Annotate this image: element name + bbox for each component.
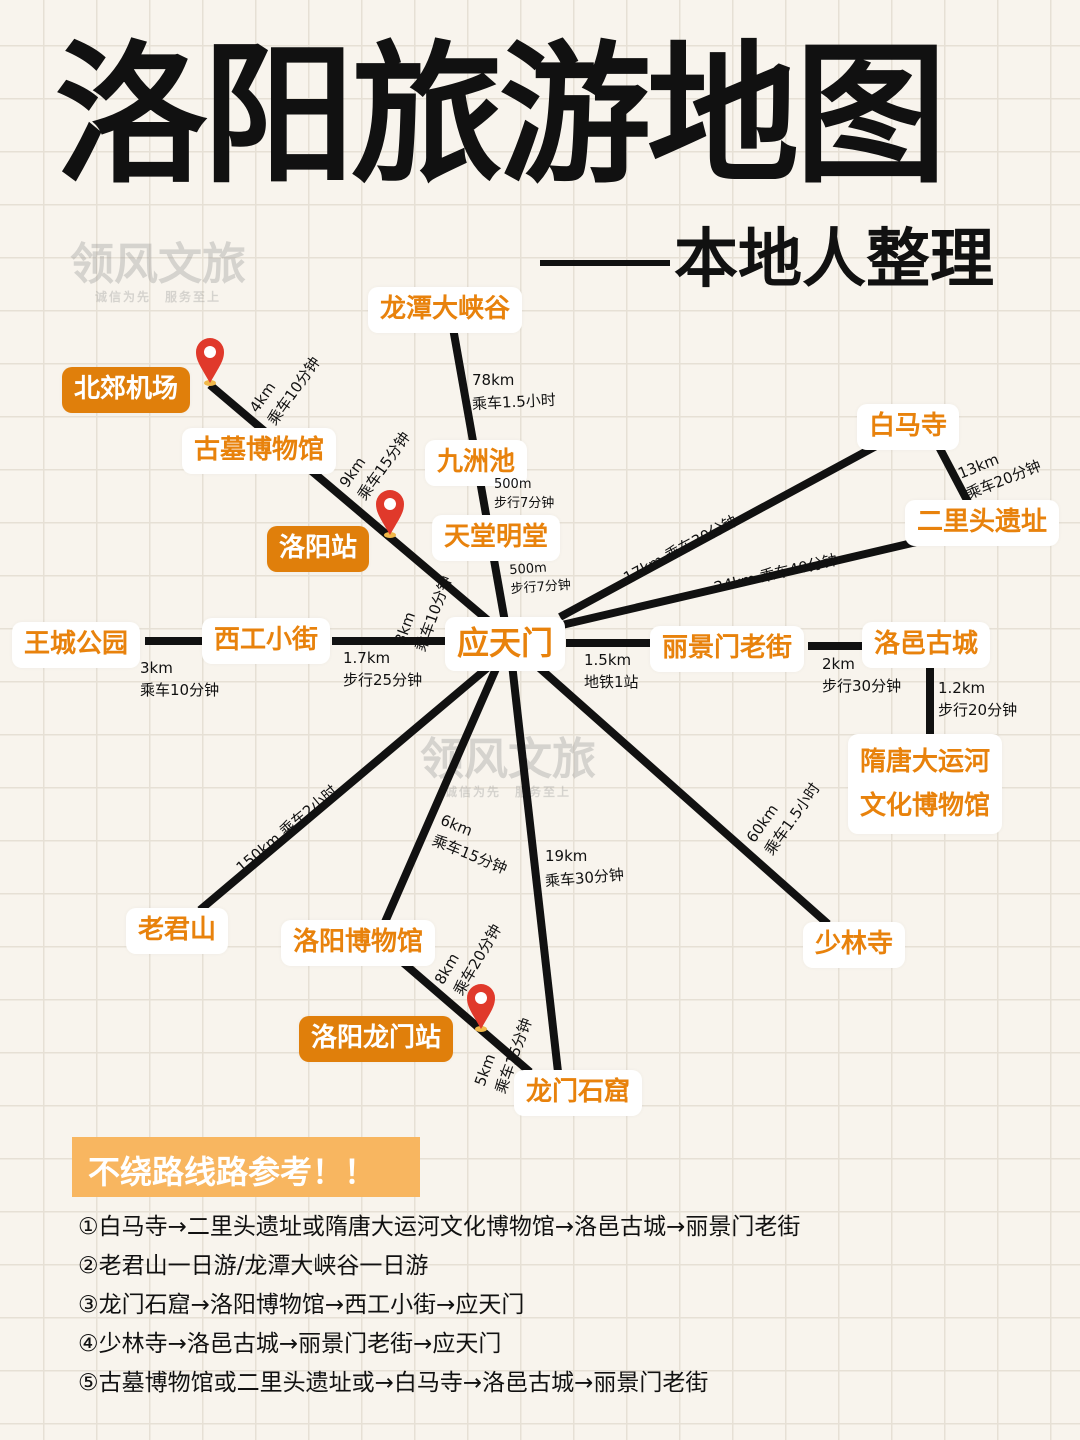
line-airport-yingtianmen [207, 381, 493, 626]
line-yingtianmen-longmen [508, 663, 562, 1073]
place-jiuzhou-pond[interactable]: 九洲池 [425, 440, 528, 486]
place-grand-canal-museum[interactable]: 隋唐大运河文化博物馆 [848, 734, 1003, 835]
dash-divider [540, 260, 670, 267]
place-yingtianmen[interactable]: 应天门 [445, 617, 566, 671]
line-yingtianmen-erlitou [561, 536, 926, 629]
place-longmen-grottoes[interactable]: 龙门石窟 [514, 1070, 643, 1116]
place-luoyang-station[interactable]: 洛阳站 [267, 526, 370, 572]
location-pin-icon [467, 984, 495, 1032]
place-gumu-museum[interactable]: 古墓博物馆 [182, 428, 337, 474]
place-baima-temple[interactable]: 白马寺 [857, 404, 960, 450]
page-title: 洛阳旅游地图 [55, 27, 947, 204]
line-yingtianmen-laojun [197, 660, 495, 914]
place-luoyi-old-town[interactable]: 洛邑古城 [862, 622, 991, 668]
place-lijingmen-street[interactable]: 丽景门老街 [650, 626, 805, 672]
suggestion-item: ①白马寺→二里头遗址或隋唐大运河文化博物馆→洛邑古城→丽景门老街 [78, 1214, 801, 1240]
place-luoyang-museum[interactable]: 洛阳博物馆 [281, 920, 436, 966]
suggestion-item: ②老君山一日游/龙潭大峡谷一日游 [78, 1253, 429, 1279]
suggestion-list: ①白马寺→二里头遗址或隋唐大运河文化博物馆→洛邑古城→丽景门老街 ②老君山一日游… [78, 1208, 800, 1403]
place-tiantang-mingtang[interactable]: 天堂明堂 [432, 515, 561, 561]
watermark-logo: 领风文旅诚信为先 服务至上 [70, 239, 246, 304]
line-yingtianmen-shaolin [532, 661, 831, 927]
line-museum-longmen [397, 956, 533, 1076]
place-longtan-canyon[interactable]: 龙潭大峡谷 [368, 287, 523, 333]
line-baima-erlitou [934, 443, 972, 504]
line-yingtianmen-museum [381, 662, 502, 924]
place-shaolin-temple[interactable]: 少林寺 [803, 922, 906, 968]
place-xigong-street[interactable]: 西工小街 [202, 618, 331, 664]
page-subtitle: 本地人整理 [540, 228, 994, 292]
place-beijiao-airport[interactable]: 北郊机场 [62, 367, 191, 413]
suggestion-heading: 不绕路线路参考！！ [72, 1137, 420, 1197]
place-laojun-mountain[interactable]: 老君山 [126, 908, 229, 954]
line-yingtianmen-baima [558, 441, 880, 621]
place-erlitou-site[interactable]: 二里头遗址 [905, 500, 1060, 546]
suggestion-item: ④少林寺→洛邑古城→丽景门老街→应天门 [78, 1331, 502, 1357]
suggestion-item: ③龙门石窟→洛阳博物馆→西工小街→应天门 [78, 1292, 525, 1318]
place-wangcheng-park[interactable]: 王城公园 [12, 622, 141, 668]
location-pin-icon [376, 490, 404, 538]
place-longmen-station[interactable]: 洛阳龙门站 [299, 1016, 454, 1062]
subtitle-text: 本地人整理 [674, 223, 994, 297]
location-pin-icon [196, 338, 224, 386]
suggestion-item: ⑤古墓博物馆或二里头遗址或→白马寺→洛邑古城→丽景门老街 [78, 1370, 709, 1396]
